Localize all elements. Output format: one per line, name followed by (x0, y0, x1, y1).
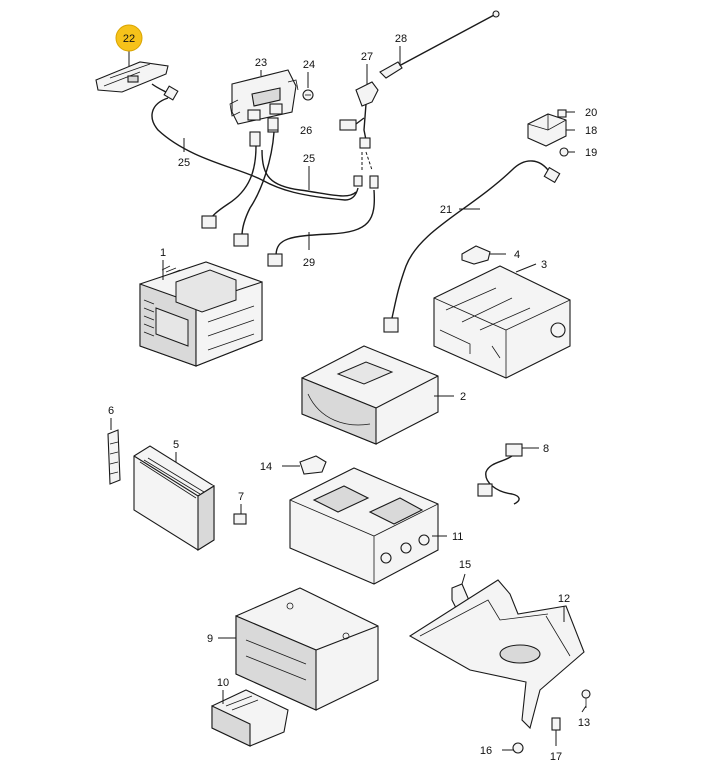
part-21-cable[interactable] (383, 160, 561, 333)
part-16-screw[interactable] (512, 742, 524, 754)
callout-12[interactable]: 12 (558, 593, 570, 605)
callout-28[interactable]: 28 (395, 33, 407, 45)
callout-8[interactable]: 8 (543, 443, 549, 455)
callout-labels: 22 23 24 27 28 20 18 19 26 25 25 29 21 4… (108, 24, 597, 763)
part-3-mounting-frame[interactable] (433, 265, 571, 379)
part-14-clip[interactable] (299, 455, 327, 475)
part-28-antenna-rod[interactable] (379, 10, 500, 79)
callout-15[interactable]: 15 (459, 559, 471, 571)
part-5-amplifier[interactable] (133, 445, 215, 551)
part-24-bolt[interactable] (302, 89, 314, 101)
callout-22: 22 (123, 33, 135, 45)
callout-22-highlighted[interactable]: 22 (115, 24, 143, 52)
callout-10[interactable]: 10 (217, 677, 229, 689)
part-23-module[interactable] (229, 69, 299, 125)
callout-14[interactable]: 14 (260, 461, 272, 473)
callout-18[interactable]: 18 (585, 125, 597, 137)
callout-23[interactable]: 23 (255, 57, 267, 69)
part-17-clip[interactable] (551, 717, 561, 731)
callout-25-right[interactable]: 25 (303, 153, 315, 165)
part-20-clip[interactable] (557, 109, 567, 118)
callout-27[interactable]: 27 (361, 51, 373, 63)
part-11-changer-cradle[interactable] (289, 467, 439, 585)
callout-6[interactable]: 6 (108, 405, 114, 417)
callout-3[interactable]: 3 (541, 259, 547, 271)
part-9-cd-changer[interactable] (235, 587, 379, 711)
callout-21[interactable]: 21 (440, 204, 452, 216)
callout-20[interactable]: 20 (585, 107, 597, 119)
part-7-fuse[interactable] (233, 513, 247, 525)
part-4-clip[interactable] (461, 245, 491, 265)
part-6-bracket[interactable] (107, 429, 121, 485)
part-27-antenna-base[interactable] (267, 81, 379, 267)
part-18-sensor[interactable] (527, 113, 567, 147)
callout-16[interactable]: 16 (480, 745, 492, 757)
callout-9[interactable]: 9 (207, 633, 213, 645)
part-2-drive-unit[interactable] (301, 345, 439, 445)
callout-4[interactable]: 4 (514, 249, 520, 261)
callout-5[interactable]: 5 (173, 439, 179, 451)
callout-13[interactable]: 13 (578, 717, 590, 729)
part-19-screw[interactable] (559, 147, 569, 157)
part-26-harness[interactable] (201, 117, 357, 247)
callout-24[interactable]: 24 (303, 59, 315, 71)
part-1-head-unit[interactable] (139, 261, 263, 367)
callout-11[interactable]: 11 (452, 531, 463, 543)
callout-25-left[interactable]: 25 (178, 157, 190, 169)
part-13-bolt[interactable] (581, 689, 591, 708)
callout-29[interactable]: 29 (303, 257, 315, 269)
callout-2[interactable]: 2 (460, 391, 466, 403)
callout-19[interactable]: 19 (585, 147, 597, 159)
callout-26[interactable]: 26 (300, 125, 312, 137)
callout-1[interactable]: 1 (160, 247, 166, 259)
part-10-magazine[interactable] (211, 689, 289, 747)
part-22-antenna-amplifier[interactable] (95, 61, 179, 101)
callout-7[interactable]: 7 (238, 491, 244, 503)
part-25-cable-left[interactable] (151, 97, 363, 201)
leader-lines (110, 46, 587, 751)
part-12-support-bracket[interactable] (408, 579, 585, 730)
callout-17[interactable]: 17 (550, 751, 562, 763)
part-8-connector-cable[interactable] (477, 443, 523, 505)
